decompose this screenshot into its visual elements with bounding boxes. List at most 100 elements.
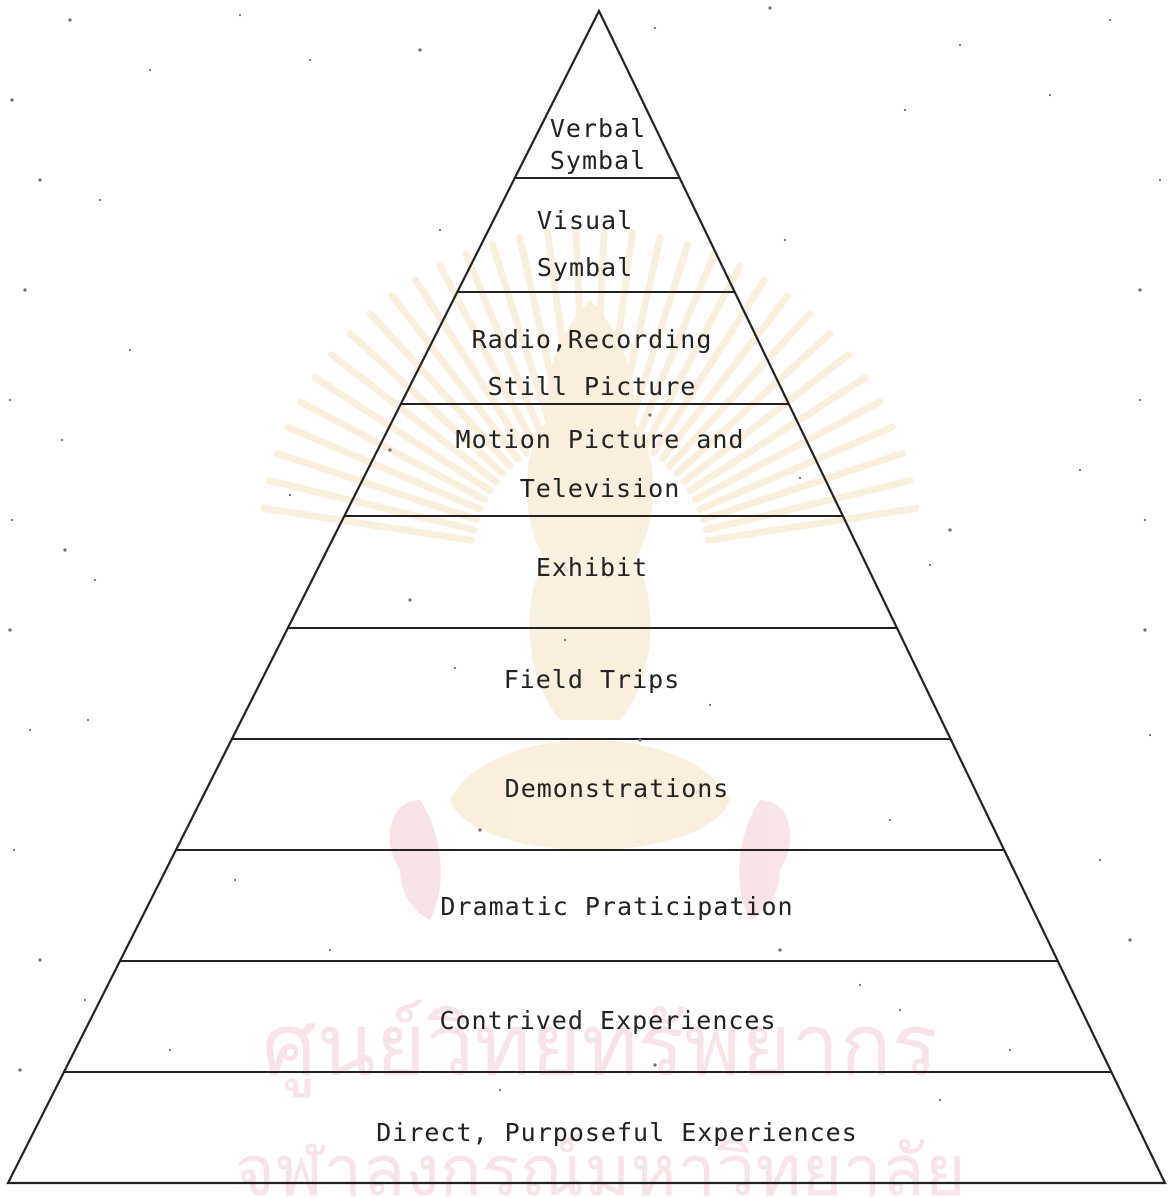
seal-ray	[489, 241, 559, 444]
scan-speck	[888, 818, 892, 822]
scan-speck	[653, 1063, 657, 1067]
seal-ray	[328, 351, 500, 486]
scan-speck	[63, 548, 67, 552]
scan-speck	[783, 238, 787, 242]
scan-specks	[8, 6, 1162, 1102]
scan-speck	[328, 948, 332, 952]
seal-ray	[680, 351, 852, 486]
watermark-seal: ศูนย์วิทยทรัพยากร จุฬาลงกรณ์มหาวิทยาลัย	[234, 226, 966, 1197]
scan-speck	[928, 563, 932, 567]
seal-ray	[591, 226, 608, 438]
scan-speck	[1008, 1048, 1012, 1052]
scan-speck	[958, 43, 962, 47]
scan-speck	[10, 518, 14, 522]
seal-ray	[274, 450, 480, 523]
scan-speck	[8, 628, 12, 632]
level-labels: VerbalSymbalVisualSymbalRadio,RecordingS…	[376, 114, 858, 1147]
level-label-line: Radio,Recording	[472, 325, 713, 354]
scan-speck	[23, 288, 27, 292]
level-8: Dramatic Praticipation	[440, 892, 793, 921]
scan-speck	[1138, 288, 1142, 292]
seal-ray	[702, 477, 914, 534]
level-label-line: Direct, Purposeful Experiences	[376, 1118, 858, 1147]
scan-speck	[28, 728, 32, 732]
level-label-line: Symbal	[550, 146, 646, 175]
scan-speck	[38, 958, 42, 962]
seal-ray	[649, 276, 768, 457]
scan-speck	[1078, 468, 1082, 472]
seal-ray	[705, 504, 920, 544]
level-6: Field Trips	[504, 665, 681, 694]
scan-speck	[708, 703, 712, 707]
scan-speck	[38, 178, 42, 182]
scan-speck	[903, 108, 907, 112]
seal-ray	[601, 229, 636, 439]
scan-speck	[12, 848, 16, 852]
seal-ray	[266, 477, 478, 534]
band-dividers	[63, 177, 1112, 1073]
scan-speck	[1098, 858, 1102, 862]
scan-speck	[798, 476, 802, 480]
scan-speck	[1108, 18, 1112, 22]
scan-speck	[418, 48, 422, 52]
seal-ray	[284, 423, 484, 513]
scan-speck	[1048, 93, 1052, 97]
seal-ribbon-right	[739, 800, 791, 920]
seal-ray	[296, 398, 489, 504]
scan-speck	[948, 528, 952, 532]
watermark-text-line: ศูนย์วิทยทรัพยากร	[262, 996, 938, 1098]
scan-speck	[168, 1048, 172, 1052]
scan-speck	[408, 598, 412, 602]
level-label-line: Demonstrations	[505, 774, 730, 803]
level-10: Direct, Purposeful Experiences	[376, 1118, 858, 1147]
seal-ray	[666, 310, 814, 470]
level-label-line: Motion Picture and	[456, 425, 745, 454]
seal-ray	[412, 276, 531, 457]
scan-speck	[288, 493, 292, 497]
seal-ray	[388, 292, 522, 463]
level-label-line: Dramatic Praticipation	[440, 892, 793, 921]
watermark-text-line: จุฬาลงกรณ์มหาวิทยาลัย	[234, 1130, 965, 1197]
scan-speck	[10, 98, 14, 102]
scan-speck	[388, 448, 392, 452]
seal-ray	[631, 250, 718, 447]
level-label-line: Field Trips	[504, 665, 681, 694]
scan-speck	[498, 1088, 502, 1092]
scan-speck	[1143, 518, 1147, 522]
seal-ray	[572, 226, 589, 438]
scan-speck	[238, 13, 242, 17]
seal-ray	[691, 398, 884, 504]
scan-speck	[563, 638, 567, 642]
seal-ray	[366, 310, 514, 470]
seal-ray	[260, 504, 475, 544]
scan-speck	[1158, 178, 1162, 182]
level-label-line: Television	[520, 474, 681, 503]
scan-speck	[778, 948, 782, 952]
level-label-line: Visual	[537, 206, 633, 235]
level-label-line: Verbal	[550, 114, 646, 143]
scan-speck	[86, 718, 90, 722]
scan-speck	[8, 398, 12, 402]
seal-ray	[658, 292, 792, 463]
scan-speck	[83, 998, 87, 1002]
scan-speck	[638, 738, 642, 742]
scan-speck	[478, 828, 482, 832]
scan-speck	[148, 68, 152, 72]
scan-speck	[128, 348, 132, 352]
scan-speck	[1128, 938, 1132, 942]
seal-ray	[640, 262, 744, 452]
level-label-line: Contrived Experiences	[439, 1006, 776, 1035]
seal-ray	[544, 229, 579, 439]
level-5: Exhibit	[536, 553, 647, 582]
seal-ribbon-left	[389, 800, 441, 920]
scan-speck	[438, 228, 442, 232]
scan-speck	[768, 6, 772, 10]
scan-speck	[93, 578, 97, 582]
scan-speck	[653, 26, 657, 30]
scan-speck	[308, 58, 312, 62]
